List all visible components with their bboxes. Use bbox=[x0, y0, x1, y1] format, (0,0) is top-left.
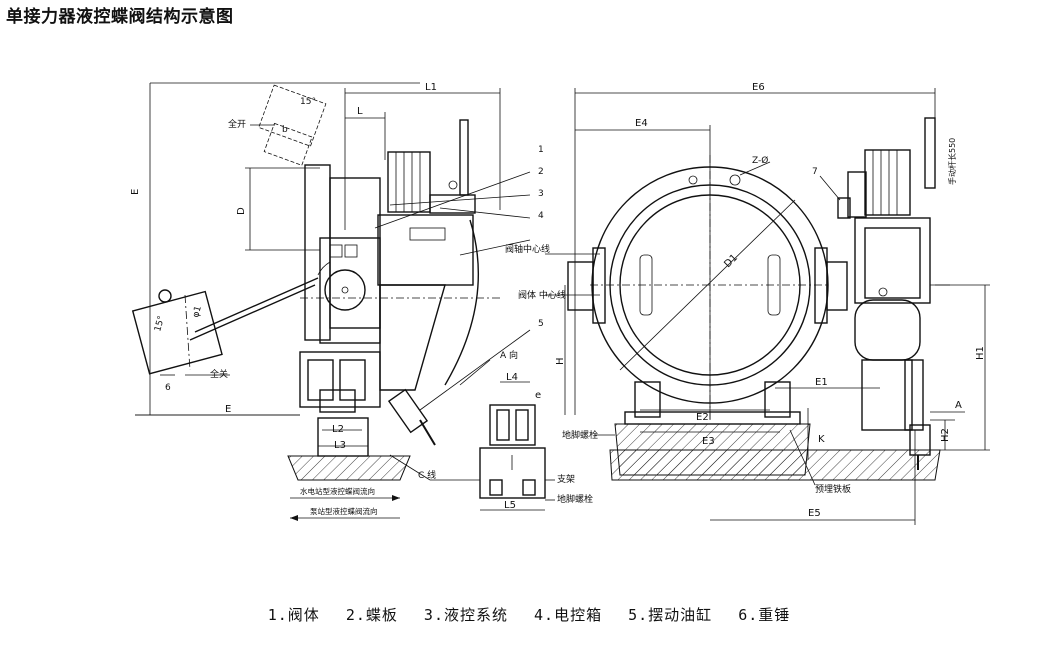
dim-H1: H1 bbox=[975, 346, 986, 360]
dim-E-vertical: E bbox=[130, 189, 141, 195]
dim-E-horizontal: E bbox=[225, 404, 231, 415]
dim-L3: L3 bbox=[334, 440, 346, 451]
dim-E4: E4 bbox=[635, 118, 648, 129]
dim-L4: L4 bbox=[506, 372, 518, 383]
label-phi1: φ1 bbox=[191, 305, 204, 319]
dim-E2: E2 bbox=[696, 412, 709, 423]
dim-b: b bbox=[282, 125, 288, 135]
label-body-centerline: 阀体 中心线 bbox=[518, 289, 566, 301]
callout-2: 2 bbox=[538, 167, 544, 177]
label-full-close: 全关 bbox=[210, 368, 228, 380]
legend-item-swing-cylinder: 5.摆动油缸 bbox=[628, 606, 713, 624]
dim-L1: L1 bbox=[425, 82, 437, 93]
dim-L2: L2 bbox=[332, 424, 344, 435]
flow-hydro: 水电站型液控蝶阀流向 bbox=[300, 486, 375, 496]
callout-1: 1 bbox=[538, 145, 544, 155]
angle-15-top: 15° bbox=[300, 97, 316, 107]
dim-H2: H2 bbox=[940, 428, 951, 442]
front-view: E6 E4 D1 Z-Ø 阀轴中心线 阀体 中心线 H bbox=[505, 82, 990, 525]
dim-D: D bbox=[236, 207, 247, 215]
legend-item-counterweight: 6.重锤 bbox=[738, 606, 791, 624]
component-legend: 1.阀体 2.蝶板 3.液控系统 4.电控箱 5.摆动油缸 6.重锤 bbox=[0, 604, 1058, 625]
label-anchor-bolt-a: 地脚螺栓 bbox=[557, 493, 593, 505]
dim-A: A bbox=[955, 400, 962, 411]
dim-e: e bbox=[535, 390, 541, 401]
butterfly-valve-diagram: E L1 L 15° b 全开 D bbox=[130, 82, 990, 525]
page-title: 单接力器液控蝶阀结构示意图 bbox=[6, 7, 234, 27]
callout-5: 5 bbox=[538, 319, 544, 329]
legend-item-disc: 2.蝶板 bbox=[345, 606, 398, 624]
callout-7: 7 bbox=[812, 167, 818, 177]
a-direction-view: L4 e L5 支架 地脚螺栓 bbox=[479, 372, 593, 511]
label-a-direction: A 向 bbox=[500, 349, 518, 361]
legend-item-valve-body: 1.阀体 bbox=[267, 606, 320, 624]
label-c-line: C 线 bbox=[418, 469, 436, 481]
dim-E1: E1 bbox=[815, 377, 828, 388]
dim-E5: E5 bbox=[808, 508, 821, 519]
dim-L: L bbox=[357, 106, 363, 117]
label-anchor-bolt-front: 地脚螺栓 bbox=[562, 429, 598, 441]
label-full-open: 全开 bbox=[228, 118, 246, 130]
callout-6-left: 6 bbox=[165, 383, 171, 393]
callout-4: 4 bbox=[538, 211, 544, 221]
flow-pump: 泵站型液控蝶阀流向 bbox=[310, 506, 378, 516]
dim-H: H bbox=[555, 357, 566, 365]
label-hand-lever: 手动杆长550 bbox=[947, 138, 957, 185]
legend-item-hydraulic-system: 3.液控系统 bbox=[423, 606, 508, 624]
dim-L5: L5 bbox=[504, 500, 516, 511]
label-embedded-plate: 预埋铁板 bbox=[815, 483, 851, 495]
dim-K: K bbox=[818, 434, 825, 445]
label-z-phi: Z-Ø bbox=[752, 155, 768, 166]
angle-15-weight: 15° bbox=[153, 315, 167, 333]
legend-item-control-box: 4.电控箱 bbox=[534, 606, 603, 624]
label-support: 支架 bbox=[557, 473, 575, 485]
side-view: E L1 L 15° b 全开 D bbox=[130, 82, 531, 521]
dim-E6: E6 bbox=[752, 82, 765, 93]
callout-3: 3 bbox=[538, 189, 544, 199]
label-shaft-centerline: 阀轴中心线 bbox=[505, 243, 550, 255]
full-open-position: 15° b 全开 bbox=[228, 84, 327, 166]
counterweight bbox=[131, 290, 223, 375]
